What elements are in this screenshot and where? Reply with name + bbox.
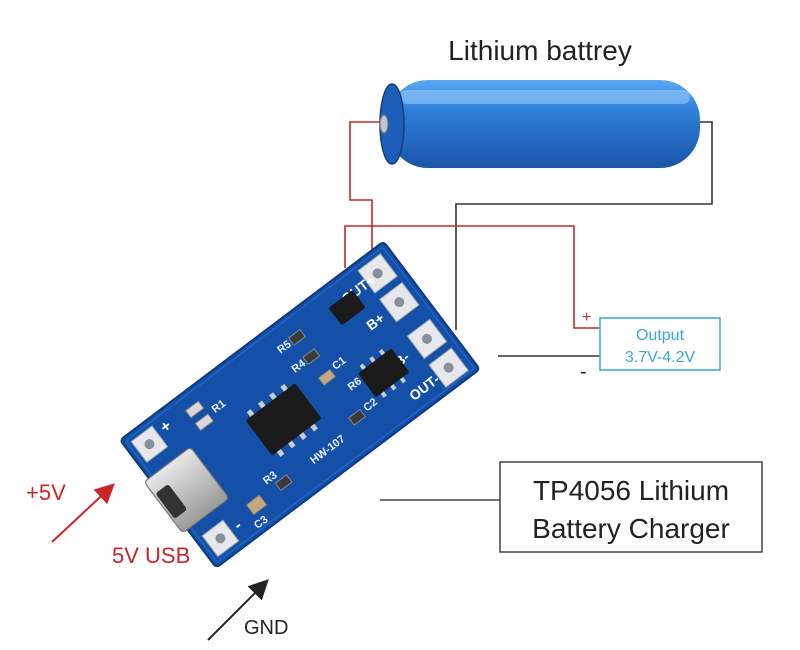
output-plus-sign: +	[582, 309, 591, 326]
plus5v-label: +5V	[26, 480, 66, 505]
pad-b-plus-hole	[394, 297, 405, 308]
output-line2: 3.7V-4.2V	[625, 349, 696, 366]
pad-b-minus-hole	[421, 333, 432, 344]
pad-in-minus-hole	[215, 533, 226, 544]
gnd-arrow	[207, 579, 269, 641]
output-minus-sign: -	[580, 361, 587, 383]
gnd-label: GND	[244, 617, 288, 639]
usb-label: 5V USB	[112, 543, 190, 568]
tp4056-board: OUT+ B+ B- OUT-	[120, 242, 480, 568]
lithium-battery	[379, 80, 700, 168]
wire-battery-positive	[349, 121, 382, 282]
micro-usb-port	[145, 448, 228, 533]
wire-battery-negative	[455, 121, 713, 330]
battery-highlight	[400, 90, 690, 104]
usb-opening	[156, 485, 187, 518]
charger-label-box: TP4056 Lithium Battery Charger	[499, 461, 763, 553]
usb-shell	[145, 448, 228, 533]
charger-line2: Battery Charger	[532, 513, 730, 544]
charger-box-frame	[499, 461, 763, 553]
battery-terminal	[379, 114, 389, 134]
chip-dw01	[329, 290, 365, 325]
plus5v-arrow	[51, 483, 115, 543]
chip-fs8205	[358, 348, 409, 397]
output-box-frame	[599, 317, 721, 371]
charger-line1: TP4056 Lithium	[533, 475, 729, 506]
chip-tp4056	[246, 384, 321, 455]
pad-out-minus-hole	[443, 362, 454, 373]
passive-components	[184, 328, 367, 516]
wire-output-positive	[344, 225, 600, 329]
pad-in-plus-hole	[144, 439, 155, 450]
pad-out-plus-hole	[372, 268, 383, 279]
output-line1: Output	[636, 327, 685, 344]
output-box: Output 3.7V-4.2V + -	[580, 309, 721, 383]
chip-pins	[246, 349, 407, 457]
battery-title: Lithium battrey	[448, 35, 632, 66]
wires	[344, 121, 713, 501]
